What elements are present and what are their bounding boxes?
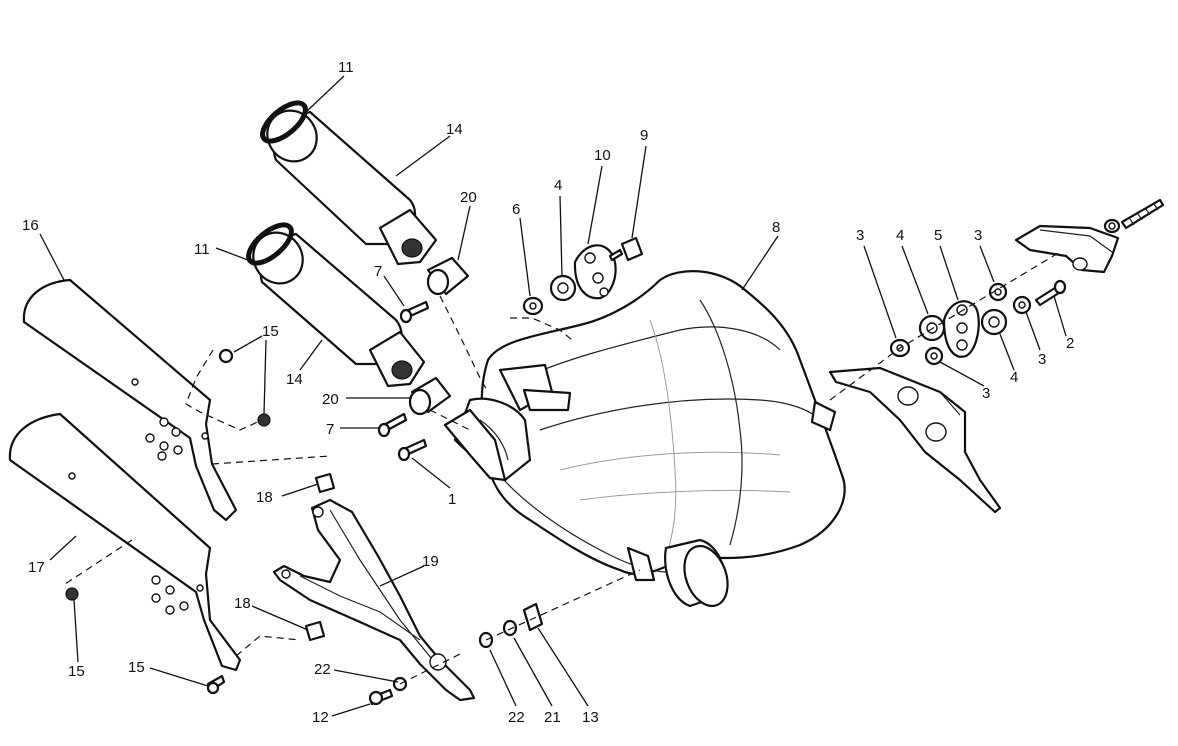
callout-14: 14 [446,121,463,138]
callout-18: 18 [234,595,251,612]
callout-labels: 11 14 20 11 16 7 15 14 20 7 1 6 4 10 9 8… [22,59,1074,726]
callout-22: 22 [508,709,525,726]
small-fasteners [65,348,544,706]
leader-lines [39,75,1067,717]
callout-21: 21 [544,709,561,726]
callout-2: 2 [1066,335,1074,352]
callout-5: 5 [934,227,942,244]
callout-10: 10 [594,147,611,164]
upper-front-mount [522,236,644,316]
rear-mount-bracket [828,366,1002,514]
callout-22: 22 [314,661,331,678]
callout-4: 4 [554,177,562,194]
lower-bracket-19 [272,498,476,702]
callout-8: 8 [772,219,780,236]
callout-3: 3 [974,227,982,244]
assembly-lines [61,251,1061,685]
canister-upper [266,109,438,266]
callout-20: 20 [460,189,477,206]
callout-7: 7 [374,263,382,280]
upper-rear-bracket [1014,198,1165,274]
callout-11: 11 [194,241,210,258]
callout-20: 20 [322,391,339,408]
callout-9: 9 [640,127,648,144]
mount-rubbers [889,282,1032,366]
callout-19: 19 [422,553,439,570]
callout-18: 18 [256,489,273,506]
callout-15: 15 [262,323,279,340]
callout-7: 7 [326,421,334,438]
callout-16: 16 [22,217,39,234]
callout-15: 15 [128,659,145,676]
callout-12: 12 [312,709,329,726]
callout-15: 15 [68,663,85,680]
callout-13: 13 [582,709,599,726]
callout-3: 3 [856,227,864,244]
callout-6: 6 [512,201,520,218]
callout-1: 1 [448,491,456,508]
bolts-7-1 [377,300,430,462]
bolt-2 [1034,279,1067,307]
callout-3: 3 [1038,351,1046,368]
callout-11: 11 [338,59,354,76]
silencer-body [443,270,846,608]
gaskets [408,256,470,416]
callout-17: 17 [28,559,45,576]
o-rings [246,100,308,266]
callout-4: 4 [1010,369,1018,386]
callout-14: 14 [286,371,303,388]
callout-4: 4 [896,227,904,244]
callout-3: 3 [982,385,990,402]
heat-shield-16 [22,278,238,522]
heat-shield-17 [8,412,242,672]
